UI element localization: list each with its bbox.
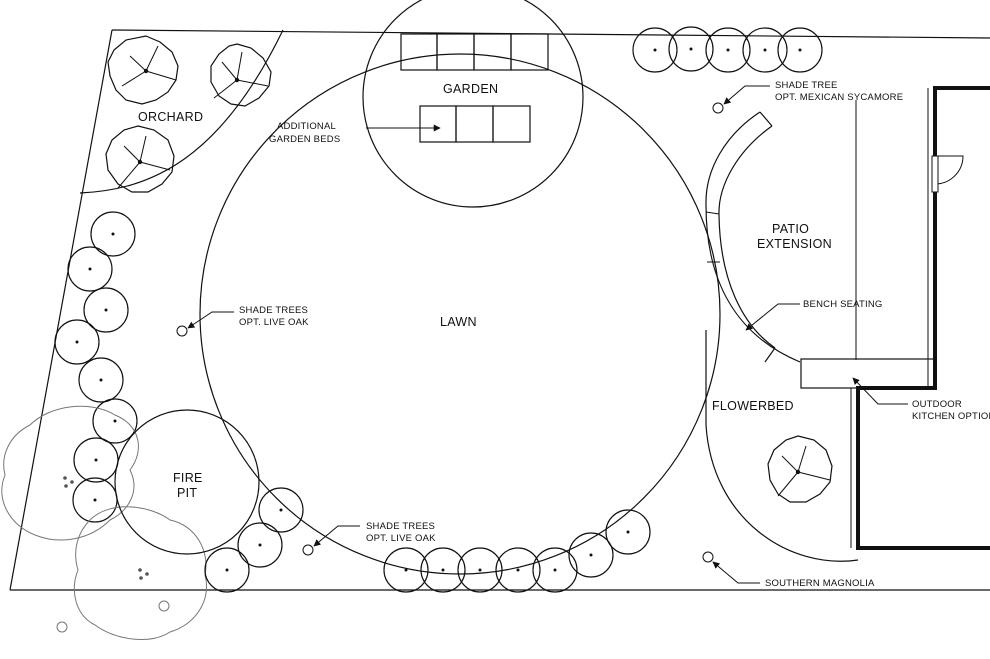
property-boundary: [9, 29, 990, 591]
existing-tree-canopy: [1, 405, 207, 640]
orchard-tree-icon: [210, 43, 272, 107]
patio-label-line2: EXTENSION: [757, 237, 832, 251]
tree-marker-icon: [712, 102, 724, 114]
orchard-tree-icon: [107, 35, 179, 105]
shade-tree-label-line2: OPT. MEXICAN SYCAMORE: [775, 92, 903, 103]
flowerbed-label: FLOWERBED: [712, 399, 794, 413]
tree-marker-icon: [702, 551, 714, 563]
southern-magnolia-label: SOUTHERN MAGNOLIA: [765, 578, 875, 589]
lawn-circle: [199, 53, 721, 575]
garden-bed-row-bottom: [419, 105, 531, 143]
outdoor-kitchen-callout: OUTDOOR KITCHEN OPTION: [852, 377, 990, 422]
additional-beds-label-line1: ADDITIONAL: [277, 121, 336, 132]
shade-trees-left-label-line2: OPT. LIVE OAK: [239, 317, 309, 328]
bench-seating-arc: [718, 125, 776, 349]
shade-trees-bottom-label-line2: OPT. LIVE OAK: [366, 533, 436, 544]
shade-trees-left-label-line1: SHADE TREES: [239, 305, 308, 316]
southern-magnolia: SOUTHERN MAGNOLIA: [702, 551, 875, 589]
orchard-tree-icon: [105, 125, 175, 193]
left-shrub-column: [54, 211, 138, 523]
outdoor-kitchen-label-line1: OUTDOOR: [912, 399, 962, 410]
bench-seating-label: BENCH SEATING: [803, 299, 883, 310]
lawn-label: LAWN: [440, 315, 477, 329]
flowerbed-area: FLOWERBED: [705, 330, 859, 562]
shade-trees-left: SHADE TREES OPT. LIVE OAK: [176, 305, 309, 337]
garden-label: GARDEN: [443, 82, 498, 96]
bottom-shrub-row: [383, 509, 651, 593]
orchard-area: ORCHARD: [79, 29, 284, 194]
fire-pit-circle: [114, 409, 260, 555]
garden-circle: [362, 0, 584, 208]
outdoor-kitchen-label-line2: KITCHEN OPTION: [912, 411, 990, 422]
patio-label-line1: PATIO: [772, 222, 809, 236]
outdoor-kitchen-counter: [800, 358, 936, 389]
shade-tree-label-line1: SHADE TREE: [775, 80, 838, 91]
patio-extension: PATIO EXTENSION BENCH SEATING: [705, 111, 883, 363]
fire-pit: FIRE PIT: [114, 409, 260, 555]
garden-area: GARDEN ADDITIONAL GARDEN BEDS: [269, 0, 584, 208]
shade-trees-bottom: SHADE TREES OPT. LIVE OAK: [302, 521, 436, 556]
flowerbed-tree-icon: [767, 435, 833, 503]
firepit-shrubs: [204, 487, 304, 593]
fire-pit-label-line2: PIT: [177, 486, 197, 500]
tree-marker-icon: [176, 325, 188, 337]
fire-pit-label-line1: FIRE: [173, 471, 203, 485]
house: [800, 86, 990, 550]
shade-tree-sycamore: SHADE TREE OPT. MEXICAN SYCAMORE: [712, 80, 903, 114]
orchard-label: ORCHARD: [138, 110, 203, 124]
garden-bed-row-top: [400, 33, 549, 71]
tree-marker-icon: [302, 544, 314, 556]
additional-beds-label-line2: GARDEN BEDS: [269, 134, 340, 145]
door-swing: [934, 155, 964, 185]
top-shrub-row: [632, 26, 823, 73]
shade-trees-bottom-label-line1: SHADE TREES: [366, 521, 435, 532]
